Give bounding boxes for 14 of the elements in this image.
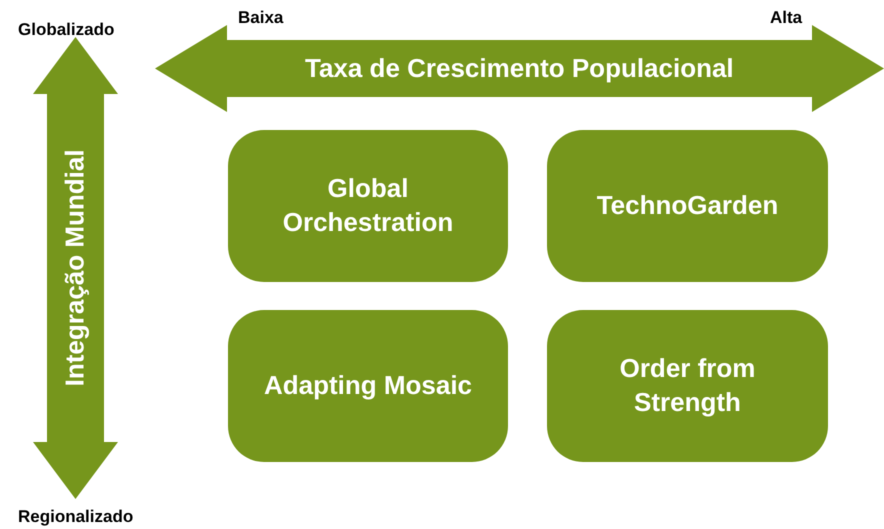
axis-end-label: Globalizado — [18, 20, 114, 40]
scenario-name: Order from Strength — [618, 352, 756, 419]
scenario-box — [547, 130, 828, 282]
scenario-name: Adapting Mosaic — [264, 369, 472, 402]
scenario-name: Global Orchestration — [282, 172, 454, 239]
scenario-name: TechnoGarden — [596, 189, 778, 222]
axis-title: Taxa de Crescimento Populacional — [305, 52, 734, 84]
axis-title: Integração Mundial — [58, 149, 91, 386]
scenario-box — [228, 130, 508, 282]
axis-end-label: Baixa — [238, 8, 284, 28]
axis-end-label: Alta — [770, 8, 802, 28]
axis-end-label: Regionalizado — [18, 507, 134, 527]
scenario-box — [547, 310, 828, 462]
scenario-box — [228, 310, 508, 462]
